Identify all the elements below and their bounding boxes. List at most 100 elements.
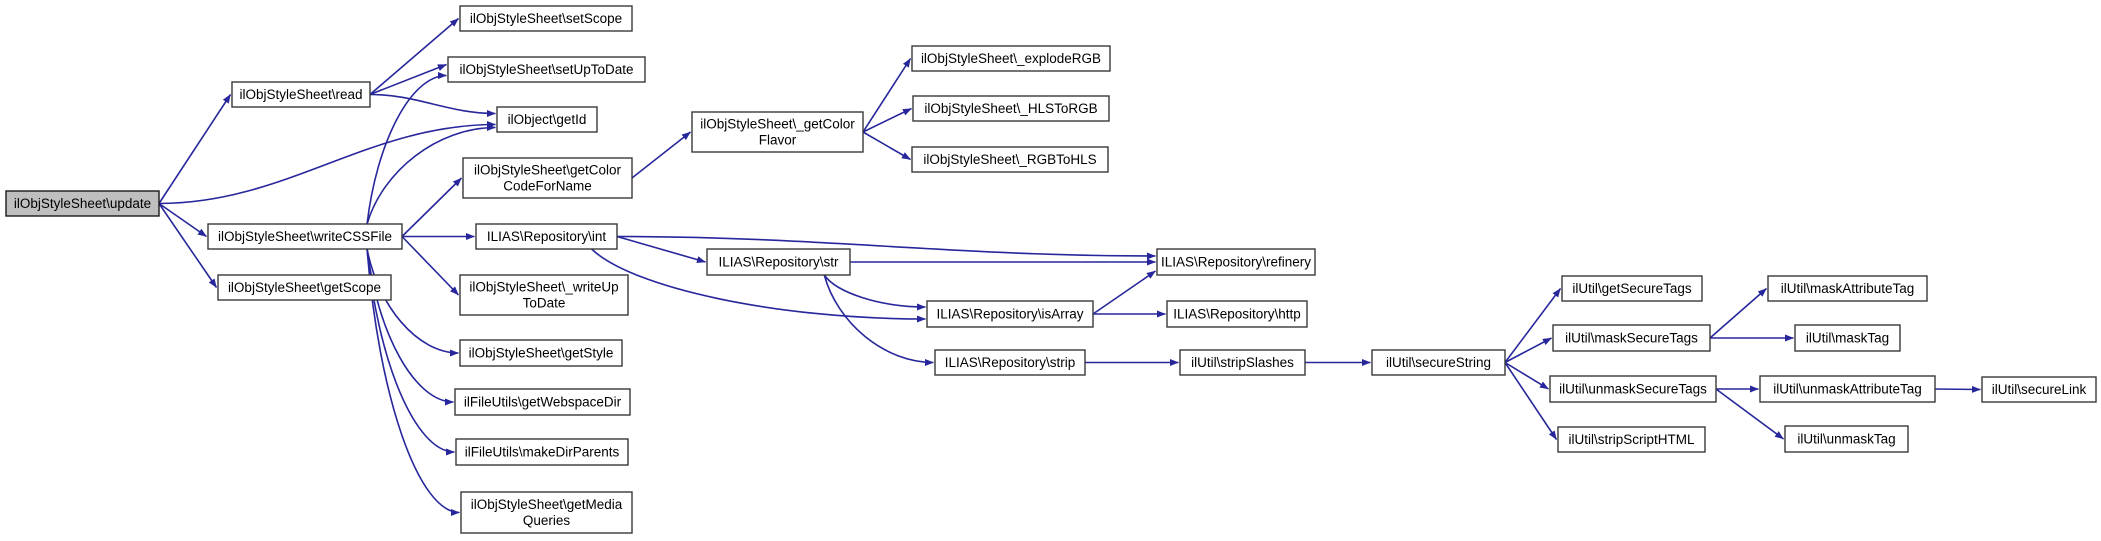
node-label-explodeRGB: ilObjStyleSheet\_explodeRGB bbox=[921, 51, 1101, 66]
node-label-writeUpToDate-line0: ilObjStyleSheet\_writeUp bbox=[469, 280, 618, 295]
edge-int-refinery bbox=[616, 235, 1156, 260]
node-isArray[interactable]: ILIAS\Repository\isArray bbox=[926, 300, 1094, 328]
node-int[interactable]: ILIAS\Repository\int bbox=[475, 223, 618, 250]
node-box-setScope bbox=[459, 5, 633, 32]
node-box-stripScriptHTML bbox=[1557, 426, 1706, 453]
node-label-getSecureTags: ilUtil\getSecureTags bbox=[1572, 281, 1692, 296]
edge-secureString-getSecureTags bbox=[1504, 288, 1562, 363]
node-label-getColorCode-line0: ilObjStyleSheet\getColor bbox=[474, 163, 622, 178]
node-update: ilObjStyleSheet\update bbox=[5, 190, 160, 217]
node-box-maskAttributeTag bbox=[1767, 275, 1928, 302]
node-box-makeDirParents bbox=[455, 438, 629, 466]
node-setScope[interactable]: ilObjStyleSheet\setScope bbox=[459, 5, 633, 32]
edge-unmaskAttributeTag-secureLink bbox=[1934, 385, 1981, 393]
node-label-str: ILIAS\Repository\str bbox=[718, 255, 839, 270]
edge-writeCSSFile-getId bbox=[366, 124, 496, 225]
node-maskTag[interactable]: ilUtil\maskTag bbox=[1794, 324, 1901, 352]
node-label-writeUpToDate-line1: ToDate bbox=[523, 296, 566, 311]
node-secureLink[interactable]: ilUtil\secureLink bbox=[1981, 376, 2097, 403]
node-label-stripSlashes: ilUtil\stripSlashes bbox=[1191, 355, 1294, 370]
node-label-secureString: ilUtil\secureString bbox=[1386, 355, 1491, 370]
node-box-getId bbox=[496, 106, 598, 133]
edge-isArray-refinery bbox=[1092, 270, 1156, 315]
node-strip[interactable]: ILIAS\Repository\strip bbox=[934, 349, 1086, 376]
node-box-writeUpToDate bbox=[459, 274, 629, 316]
node-getScope[interactable]: ilObjStyleSheet\getScope bbox=[217, 274, 392, 301]
node-box-maskTag bbox=[1794, 324, 1901, 352]
edge-writeCSSFile-setUpToDate bbox=[366, 72, 447, 225]
edge-read-setScope bbox=[369, 17, 460, 96]
node-box-getScope bbox=[217, 274, 392, 301]
node-HLSToRGB[interactable]: ilObjStyleSheet\_HLSToRGB bbox=[912, 95, 1110, 122]
node-box-writeCSSFile bbox=[207, 223, 403, 250]
edge-getColorFlavor-RGBToHLS bbox=[862, 131, 911, 161]
node-maskSecureTags[interactable]: ilUtil\maskSecureTags bbox=[1552, 324, 1711, 352]
edge-update-getScope bbox=[158, 203, 218, 288]
edge-secureString-unmaskSecureTags bbox=[1504, 361, 1549, 390]
node-stripSlashes[interactable]: ilUtil\stripSlashes bbox=[1179, 349, 1306, 376]
node-unmaskAttributeTag[interactable]: ilUtil\unmaskAttributeTag bbox=[1759, 375, 1936, 403]
node-label-setScope: ilObjStyleSheet\setScope bbox=[470, 11, 622, 26]
node-str[interactable]: ILIAS\Repository\str bbox=[706, 248, 851, 276]
node-explodeRGB[interactable]: ilObjStyleSheet\_explodeRGB bbox=[911, 45, 1111, 72]
node-box-stripSlashes bbox=[1179, 349, 1306, 376]
node-box-getSecureTags bbox=[1561, 275, 1703, 302]
node-box-update bbox=[5, 190, 160, 217]
node-read[interactable]: ilObjStyleSheet\read bbox=[231, 81, 371, 108]
node-box-HLSToRGB bbox=[912, 95, 1110, 122]
node-unmaskTag[interactable]: ilUtil\unmaskTag bbox=[1784, 425, 1909, 453]
node-box-refinery bbox=[1156, 248, 1316, 276]
edge-read-getId bbox=[369, 93, 496, 117]
edge-update-read bbox=[158, 94, 232, 204]
node-setUpToDate[interactable]: ilObjStyleSheet\setUpToDate bbox=[447, 56, 646, 83]
node-label-http: ILIAS\Repository\http bbox=[1173, 307, 1301, 322]
edge-getColorFlavor-explodeRGB bbox=[862, 58, 912, 133]
edge-writeCSSFile-getWebspaceDir bbox=[366, 248, 454, 406]
node-box-maskSecureTags bbox=[1552, 324, 1711, 352]
node-getSecureTags[interactable]: ilUtil\getSecureTags bbox=[1561, 275, 1703, 302]
edge-update-writeCSSFile bbox=[158, 202, 207, 238]
node-label-getStyle: ilObjStyleSheet\getStyle bbox=[469, 346, 614, 361]
edge-getColorCode-getColorFlavor bbox=[631, 131, 691, 179]
node-getWebspaceDir[interactable]: ilFileUtils\getWebspaceDir bbox=[454, 388, 631, 416]
node-label-maskTag: ilUtil\maskTag bbox=[1806, 331, 1889, 346]
node-box-getMediaQueries bbox=[460, 491, 633, 534]
edge-unmaskSecureTags-unmaskTag bbox=[1715, 388, 1784, 440]
node-label-secureLink: ilUtil\secureLink bbox=[1992, 382, 2087, 397]
node-getStyle[interactable]: ilObjStyleSheet\getStyle bbox=[459, 339, 623, 367]
node-label-getId: ilObject\getId bbox=[508, 112, 587, 127]
node-label-HLSToRGB: ilObjStyleSheet\_HLSToRGB bbox=[924, 101, 1097, 116]
node-box-read bbox=[231, 81, 371, 108]
node-stripScriptHTML[interactable]: ilUtil\stripScriptHTML bbox=[1557, 426, 1706, 453]
node-label-isArray: ILIAS\Repository\isArray bbox=[936, 307, 1083, 322]
node-label-writeCSSFile: ilObjStyleSheet\writeCSSFile bbox=[218, 229, 392, 244]
node-RGBToHLS[interactable]: ilObjStyleSheet\_RGBToHLS bbox=[911, 146, 1109, 173]
node-makeDirParents[interactable]: ilFileUtils\makeDirParents bbox=[455, 438, 629, 466]
node-writeCSSFile[interactable]: ilObjStyleSheet\writeCSSFile bbox=[207, 223, 403, 250]
edge-getColorFlavor-HLSToRGB bbox=[862, 107, 912, 133]
node-box-unmaskSecureTags bbox=[1549, 375, 1717, 403]
node-label-setUpToDate: ilObjStyleSheet\setUpToDate bbox=[459, 62, 633, 77]
node-label-int: ILIAS\Repository\int bbox=[487, 229, 607, 244]
node-http[interactable]: ILIAS\Repository\http bbox=[1166, 300, 1308, 328]
node-refinery[interactable]: ILIAS\Repository\refinery bbox=[1156, 248, 1316, 276]
node-label-unmaskTag: ilUtil\unmaskTag bbox=[1797, 432, 1895, 447]
node-secureString[interactable]: ilUtil\secureString bbox=[1371, 349, 1506, 376]
edge-secureString-stripScriptHTML bbox=[1504, 362, 1558, 440]
node-label-getWebspaceDir: ilFileUtils\getWebspaceDir bbox=[464, 395, 622, 410]
node-label-RGBToHLS: ilObjStyleSheet\_RGBToHLS bbox=[923, 152, 1096, 167]
node-box-secureString bbox=[1371, 349, 1506, 376]
node-maskAttributeTag[interactable]: ilUtil\maskAttributeTag bbox=[1767, 275, 1928, 302]
node-label-getMediaQueries-line1: Queries bbox=[523, 513, 571, 528]
node-getId[interactable]: ilObject\getId bbox=[496, 106, 598, 133]
edge-int-isArray bbox=[591, 248, 926, 323]
node-box-getWebspaceDir bbox=[454, 388, 631, 416]
node-label-makeDirParents: ilFileUtils\makeDirParents bbox=[465, 445, 620, 460]
node-unmaskSecureTags[interactable]: ilUtil\unmaskSecureTags bbox=[1549, 375, 1717, 403]
